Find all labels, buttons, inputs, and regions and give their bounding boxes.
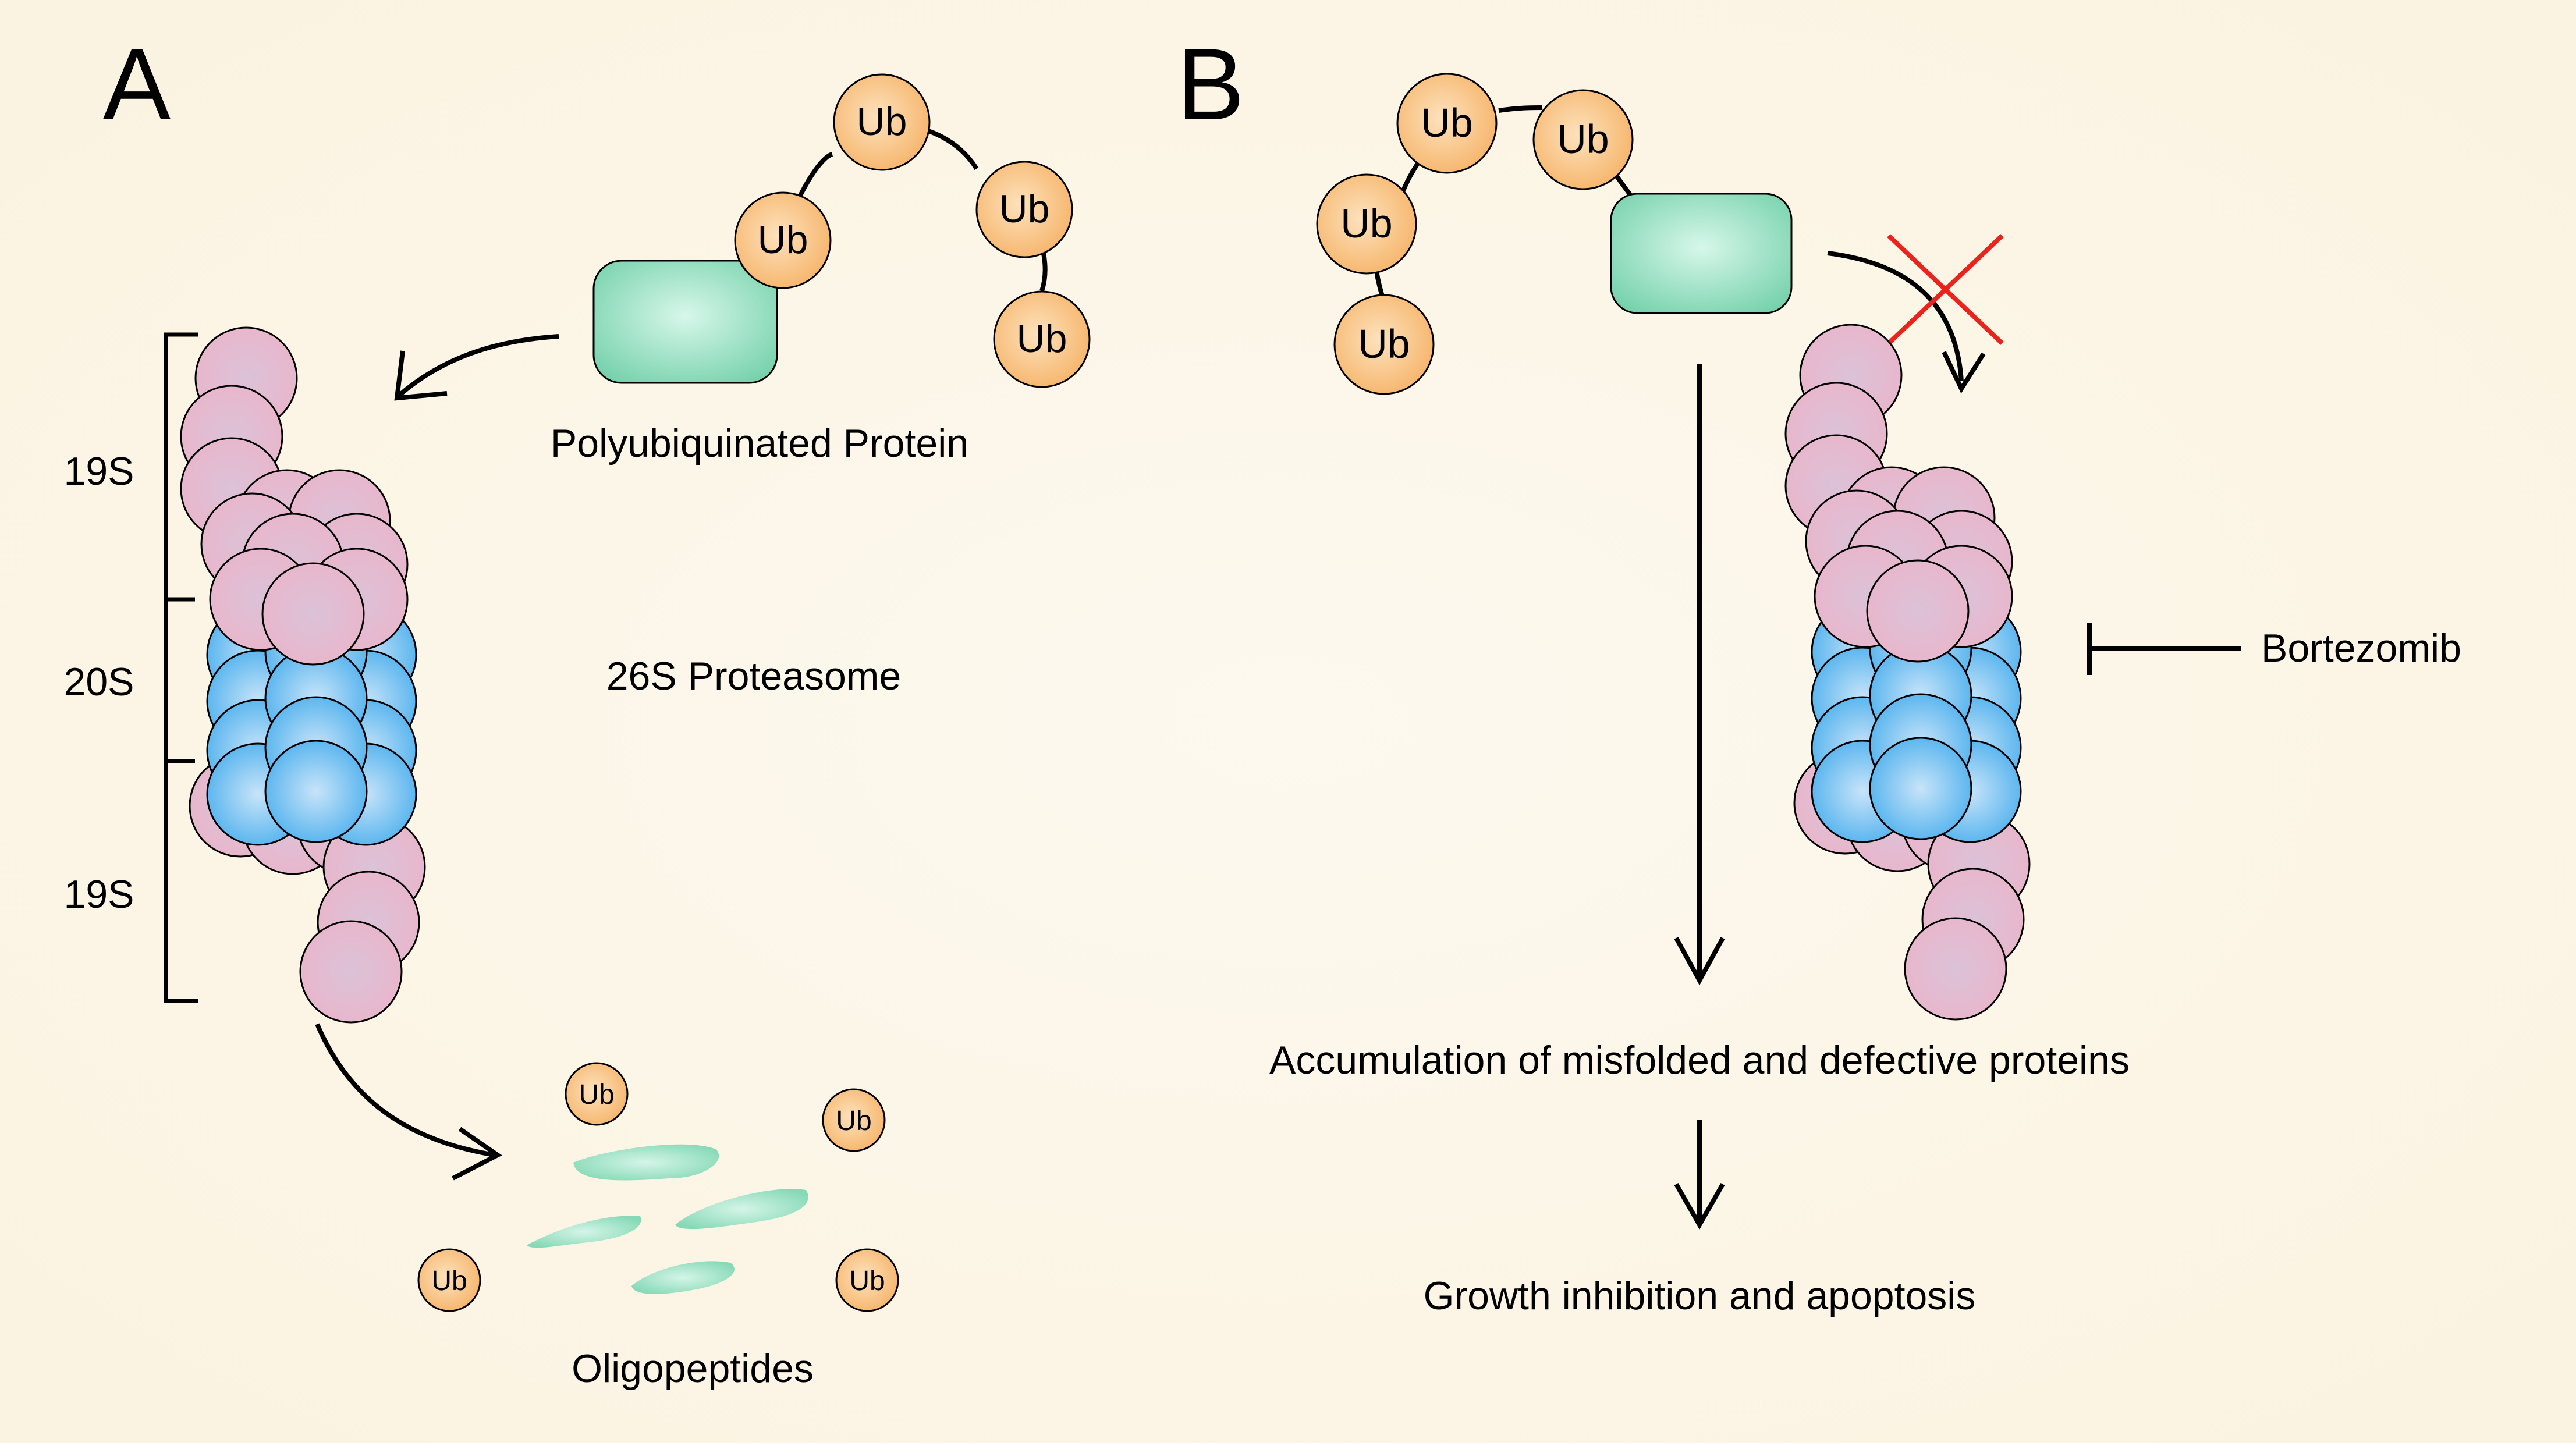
ubiquitin: Ub	[1532, 89, 1634, 190]
oligopeptide	[527, 1216, 641, 1248]
polyubiquitinated-protein: Ub Ub Ub Ub	[592, 73, 1091, 388]
inhibitor-label: Bortezomib	[2261, 626, 2461, 670]
ubiquitin: Ub	[1316, 173, 1417, 275]
cap-19s-subunit	[261, 562, 365, 666]
panel-a: Ub Ub Ub Ub Polyubiquinated Protein	[64, 73, 1091, 1391]
ub-label: Ub	[758, 218, 808, 262]
proteasome-caption: 26S Proteasome	[606, 654, 902, 698]
arrow-head	[452, 1127, 502, 1181]
ubiquitin: Ub	[417, 1248, 481, 1312]
outcome-growth-inhibition: Growth inhibition and apoptosis	[1424, 1274, 1976, 1318]
ubiquitin: Ub	[1333, 294, 1435, 395]
oligopeptide	[675, 1189, 808, 1230]
outcome-accumulation: Accumulation of misfolded and defective …	[1269, 1038, 2130, 1082]
arrow-curved	[397, 334, 559, 398]
ubiquitin: Ub	[993, 290, 1091, 388]
ub-label: Ub	[1340, 201, 1392, 246]
ubiquitin: Ub	[835, 1248, 899, 1312]
cap-19s-subunit	[299, 920, 403, 1024]
label-19s-bottom: 19S	[64, 872, 134, 916]
ubiquitin: Ub	[822, 1088, 886, 1152]
proteasome-26s	[180, 326, 426, 1024]
blocked-mark	[1887, 234, 2004, 345]
oligopeptide	[573, 1144, 719, 1181]
substrate-protein	[1610, 193, 1793, 314]
ub-label: Ub	[857, 100, 907, 144]
ubiquitin: Ub	[975, 161, 1073, 258]
ub-label: Ub	[579, 1079, 614, 1110]
arrow-head	[1674, 1183, 1725, 1230]
subunit-bracket	[164, 332, 198, 1003]
label-20s: 20S	[64, 660, 134, 704]
panel-label-b: B	[1177, 28, 1245, 141]
ubiquitin: Ub	[734, 191, 832, 289]
ubiquitin: Ub	[565, 1062, 629, 1126]
oligopeptide	[631, 1261, 735, 1294]
label-19s-top: 19S	[64, 449, 134, 493]
degradation-products: Ub Ub Ub Ub	[417, 1062, 899, 1312]
ub-label: Ub	[849, 1266, 885, 1296]
core-20s-subunit	[1869, 737, 1972, 840]
polyubiquitinated-protein: Ub Ub Ub Ub	[1316, 73, 1793, 395]
ub-label: Ub	[1358, 321, 1410, 367]
core-20s-subunit	[264, 740, 368, 843]
inhibition-mark	[2087, 623, 2241, 675]
ub-label: Ub	[836, 1106, 871, 1136]
substrate-protein	[592, 260, 778, 384]
ub-label: Ub	[1421, 100, 1472, 145]
panel-b: Ub Ub Ub Ub	[1269, 73, 2461, 1318]
cap-19s-subunit	[1904, 917, 2007, 1021]
arrow-head	[1674, 937, 1725, 986]
ub-label: Ub	[1557, 116, 1609, 162]
arrow-curved	[315, 1023, 495, 1157]
ub-label: Ub	[1017, 317, 1067, 361]
arrow-head	[394, 350, 448, 401]
ub-label: Ub	[431, 1266, 467, 1296]
cap-19s-subunit	[1866, 559, 1970, 663]
ubiquitin: Ub	[833, 73, 931, 171]
substrate-caption: Polyubiquinated Protein	[551, 421, 968, 466]
panel-label-a: A	[103, 28, 171, 141]
products-caption: Oligopeptides	[572, 1346, 814, 1391]
ubiquitin: Ub	[1396, 73, 1498, 174]
arrow-curved	[1827, 251, 1964, 382]
proteasome-26s	[1784, 324, 2031, 1021]
arrow-head	[1942, 351, 1986, 394]
ub-label: Ub	[999, 187, 1050, 231]
